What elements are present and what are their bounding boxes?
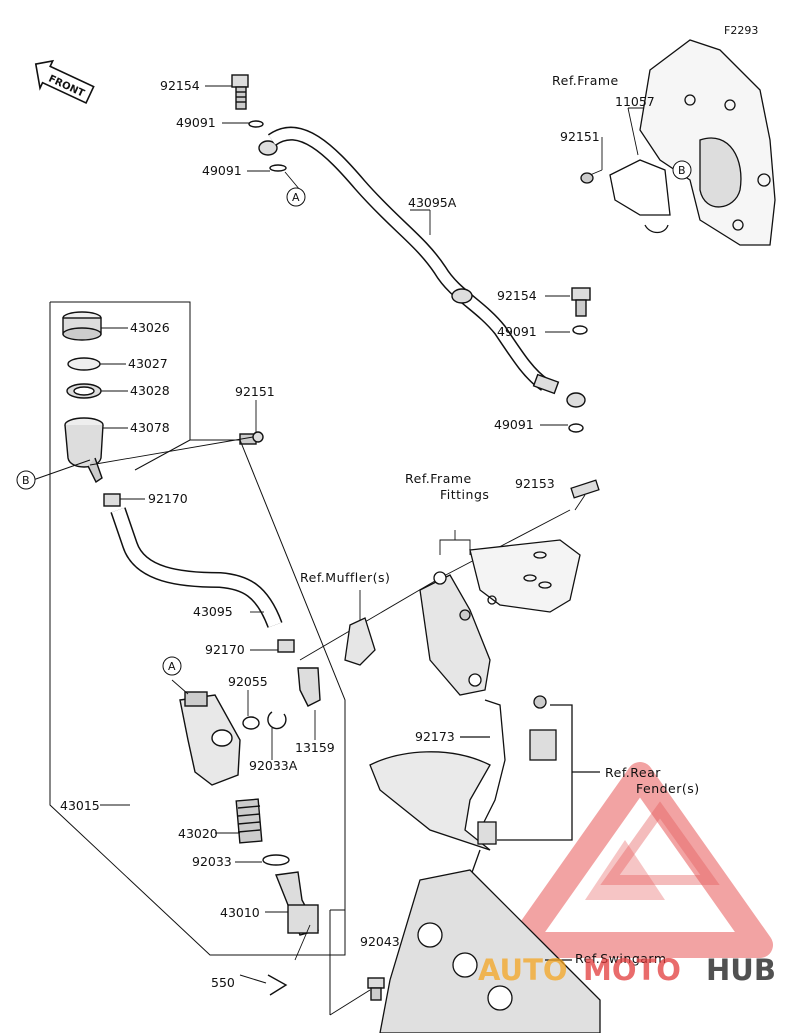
part-label-p20: 13159 [295,740,335,755]
rear-fender-section [369,695,600,884]
part-label-p19: 92033A [249,758,298,773]
part-label-p22: 43020 [178,826,218,841]
callout-b-left-label: B [22,474,30,487]
muffler-bracket [344,617,376,666]
watermark-moto: MOTO [583,953,681,987]
part-label-p23: 92033 [192,854,232,869]
watermark-hub: HUB [706,953,776,987]
reference-labels: Ref.Frame Ref.Frame Fittings Ref.Muffler… [300,73,700,966]
watermark-auto: AUTO [478,953,568,987]
leader-lines-lower [100,327,316,961]
frame-section [580,39,776,246]
ref-frame-fittings-2: Fittings [440,487,489,502]
part-label-p5: 92154 [497,288,537,303]
part-label-p16: 43095 [193,604,233,619]
part-label-p24: 43010 [220,905,260,920]
ref-rear-fender-2: Fender(s) [636,781,700,796]
part-label-p8: 11057 [615,94,655,109]
part-label-p7: 49091 [494,417,534,432]
part-label-p6: 49091 [497,324,537,339]
watermark-text: AUTO MOTO HUB [478,953,776,987]
ref-frame-fittings-1: Ref.Frame [405,471,472,486]
part-label-p2: 49091 [176,115,216,130]
part-label-p9: 92151 [560,129,600,144]
part-label-p11: 43027 [128,356,168,371]
part-label-p4: 43095A [408,195,457,210]
callout-b-left: B [16,470,36,490]
assembly-outline-43015 [32,301,371,1016]
part-label-p1: 92154 [160,78,200,93]
front-arrow-icon: FRONT [34,59,95,105]
ref-swingarm: Ref.Swingarm [575,951,667,966]
part-label-p26: 92043 [360,934,400,949]
callout-a-left-label: A [168,660,176,673]
part-label-p13: 43078 [130,420,170,435]
connection-lines [89,436,586,661]
callout-b-top: B [672,160,692,180]
callout-b-top-label: B [678,164,686,177]
swingarm-section [379,869,601,1033]
diagram-code: F2293 [724,24,758,37]
frame-fittings-bracket [419,479,600,696]
part-label-p3: 49091 [202,163,242,178]
part-label-p15: 92170 [148,491,188,506]
part-label-p17: 92170 [205,642,245,657]
part-label-p10: 43026 [130,320,170,335]
part-label-p28: 92173 [415,729,455,744]
upper-hose-assembly [231,74,591,433]
part-label-p14: 92151 [235,384,275,399]
reservoir-assembly [62,311,385,1001]
ref-frame-top: Ref.Frame [552,73,619,88]
callout-a-left: A [162,656,182,676]
part-label-p12: 43028 [130,383,170,398]
callout-a-top: A [286,187,306,207]
ref-muffler: Ref.Muffler(s) [300,570,390,585]
part-labels: 92154 49091 49091 43095A 92154 49091 490… [60,78,655,990]
callout-a-top-label: A [292,191,300,204]
part-label-p21: 43015 [60,798,100,813]
watermark-logo [507,762,773,958]
part-label-p25: 550 [211,975,235,990]
part-label-p18: 92055 [228,674,268,689]
part-label-p27: 92153 [515,476,555,491]
ref-rear-fender-1: Ref.Rear [605,765,661,780]
